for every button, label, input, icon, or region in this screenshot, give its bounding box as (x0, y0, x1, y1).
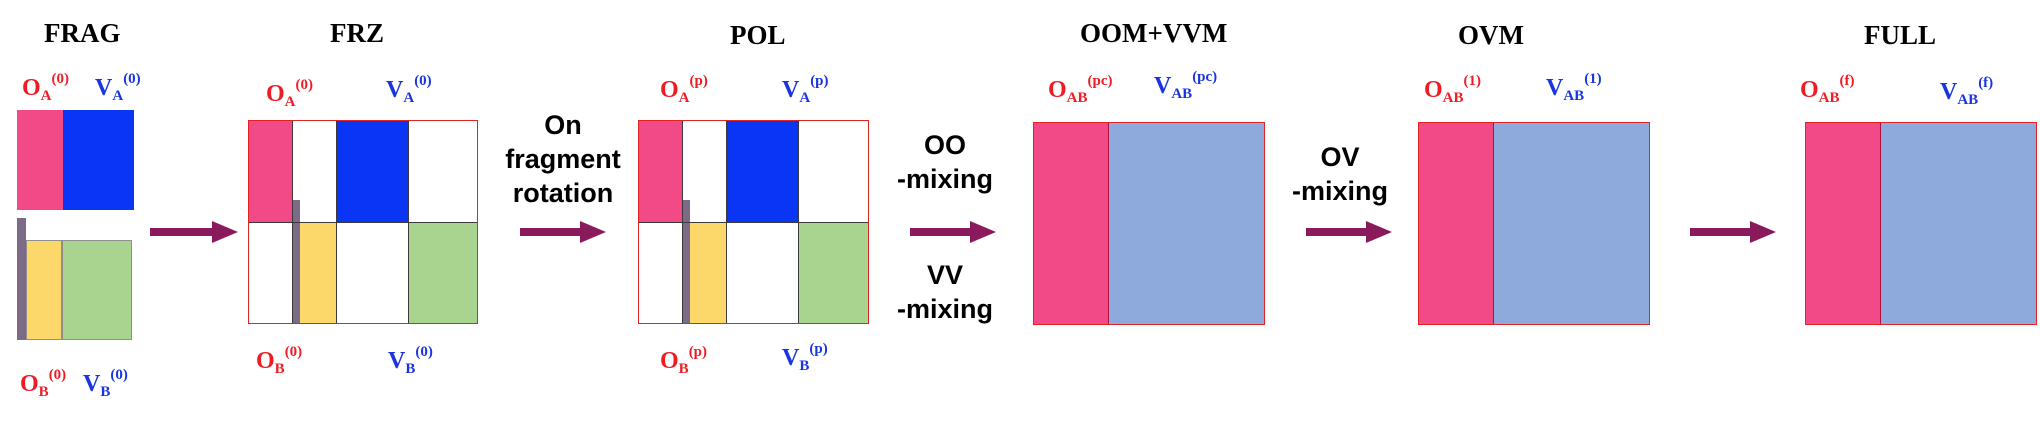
full-v-label: VAB(f) (1940, 75, 1994, 108)
pol-va-label: VA(p) (782, 73, 829, 106)
frz-virtual-b (408, 222, 477, 323)
ovm-o-label: OAB(1) (1424, 73, 1482, 106)
frag-va-label: VA(0) (95, 71, 141, 104)
full-virtual (1881, 123, 2036, 324)
stage-title-frag: FRAG (44, 18, 121, 48)
op-oo-mixing: OO -mixing (896, 130, 993, 194)
arrow-icon (1306, 221, 1392, 243)
frz-gridline (336, 121, 337, 323)
oomvvm-v-label: VAB(pc) (1154, 69, 1218, 102)
op-fragment-rotation: On fragment rotation (505, 110, 621, 208)
stage-title-pol: POL (730, 20, 786, 50)
frag-vb-label: VB(0) (83, 367, 128, 400)
frz-va-label: VA(0) (386, 73, 432, 106)
frag-ob-label: OB(0) (20, 367, 67, 400)
op-ov-mixing: OV -mixing (1291, 142, 1388, 206)
pol-virtual-a (726, 121, 798, 222)
pol-ob-label: OB(p) (660, 344, 708, 377)
frag-virtual-b (62, 240, 132, 340)
op-vv-mixing: VV -mixing (896, 260, 993, 324)
frz-occupied-a (249, 121, 292, 222)
pol-gridline (726, 121, 727, 323)
oomvvm-occupied (1034, 123, 1109, 324)
frag-virtual-a (63, 110, 134, 210)
ovm-virtual (1494, 123, 1649, 324)
pol-virtual-b (798, 222, 868, 323)
frz-gridline (408, 121, 409, 323)
arrow-icon (150, 221, 238, 243)
arrow-icon (1690, 221, 1776, 243)
frag-core-b (17, 218, 26, 340)
ovm-v-label: VAB(1) (1546, 71, 1602, 104)
stage-title-oomvvm: OOM+VVM (1080, 18, 1228, 48)
frz-vb-label: VB(0) (388, 344, 433, 377)
stage-title-full: FULL (1864, 20, 1937, 50)
frz-ob-label: OB(0) (256, 344, 303, 377)
frag-occupied-a (17, 110, 63, 210)
frz-virtual-a (336, 121, 408, 222)
pol-oa-label: OA(p) (660, 73, 708, 106)
oomvvm-virtual (1109, 123, 1264, 324)
frag-occupied-b (26, 240, 62, 340)
oomvvm-o-label: OAB(pc) (1048, 73, 1113, 106)
pol-occupied-a (639, 121, 682, 222)
pol-gridline (682, 121, 683, 323)
pol-gridline (798, 121, 799, 323)
stage-title-ovm: OVM (1458, 20, 1524, 50)
frag-oa-label: OA(0) (22, 71, 70, 104)
pol-occupied-b (690, 222, 726, 323)
arrow-icon (520, 221, 606, 243)
stage-title-frz: FRZ (330, 18, 384, 48)
frz-gridline (249, 222, 477, 223)
frz-occupied-b (300, 222, 336, 323)
arrow-icon (910, 221, 996, 243)
frz-gridline (292, 121, 293, 323)
pol-vb-label: VB(p) (782, 341, 828, 374)
frz-oa-label: OA(0) (266, 77, 314, 110)
frz-core-b (292, 200, 300, 323)
pol-gridline (639, 222, 868, 223)
pol-core-b (682, 200, 690, 323)
ovm-occupied (1419, 123, 1494, 324)
full-occupied (1806, 123, 1881, 324)
full-o-label: OAB(f) (1800, 73, 1855, 106)
